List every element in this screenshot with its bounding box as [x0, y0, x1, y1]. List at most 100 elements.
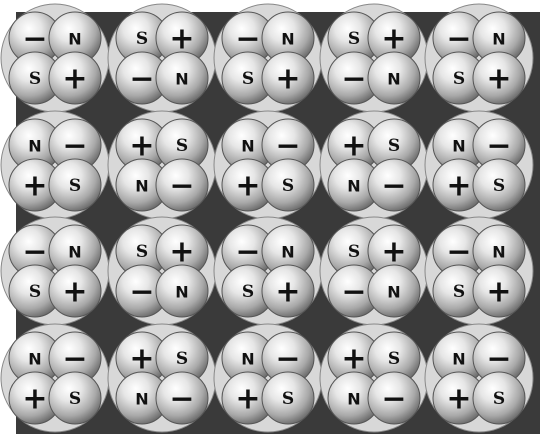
south-pole-label: S — [176, 136, 188, 156]
cluster-r2-c1: N −+ S — [1, 111, 109, 219]
negative-charge-label: − — [129, 62, 154, 97]
north-pole-label: N — [175, 283, 188, 302]
cluster-r2-c3: N−+S — [214, 111, 322, 219]
north-pole-label: N — [241, 350, 254, 369]
positive-charge-label: + — [381, 22, 406, 57]
south-pole-label: S — [136, 29, 148, 49]
north-pole-label: N — [387, 70, 400, 89]
cluster-r2-c5: N −+ S — [425, 111, 533, 219]
south-pole-label: S — [348, 29, 360, 49]
negative-charge-label: − — [62, 129, 87, 164]
cluster-r1-c2: S +− N — [108, 4, 216, 112]
north-pole-label: N — [452, 350, 465, 369]
south-pole-label: S — [453, 282, 465, 302]
cluster-r3-c5: − N S + — [425, 217, 533, 325]
negative-charge-label: − — [169, 169, 194, 204]
north-pole-label: N — [347, 390, 360, 409]
positive-charge-label: + — [22, 382, 47, 417]
south-pole-label: S — [493, 389, 505, 409]
cluster-r1-c3: − N S + — [214, 4, 322, 112]
cluster-r4-c4: + S N − — [320, 324, 428, 432]
negative-charge-label: − — [22, 22, 47, 57]
south-pole-label: S — [69, 389, 81, 409]
cluster-r4-c1: N −+ S — [1, 324, 109, 432]
positive-charge-label: + — [235, 382, 260, 417]
cluster-r3-c1: − N S + — [1, 217, 109, 325]
negative-charge-label: − — [446, 22, 471, 57]
negative-charge-label: − — [22, 235, 47, 270]
north-pole-label: N — [387, 283, 400, 302]
cluster-r1-c5: − N S + — [425, 4, 533, 112]
negative-charge-label: − — [235, 22, 260, 57]
cluster-r4-c5: N −+ S — [425, 324, 533, 432]
south-pole-label: S — [348, 242, 360, 262]
negative-charge-label: − — [275, 129, 300, 164]
negative-charge-label: − — [446, 235, 471, 270]
negative-charge-label: − — [129, 275, 154, 310]
positive-charge-label: + — [62, 275, 87, 310]
south-pole-label: S — [282, 389, 294, 409]
cluster-r3-c2: S +− N — [108, 217, 216, 325]
south-pole-label: S — [242, 282, 254, 302]
cluster-r3-c4: S +− N — [320, 217, 428, 325]
north-pole-label: N — [492, 30, 505, 49]
south-pole-label: S — [242, 69, 254, 89]
positive-charge-label: + — [486, 275, 511, 310]
north-pole-label: N — [452, 137, 465, 156]
cluster-r2-c2: + S N − — [108, 111, 216, 219]
north-pole-label: N — [68, 243, 81, 262]
south-pole-label: S — [388, 136, 400, 156]
negative-charge-label: − — [381, 382, 406, 417]
south-pole-label: S — [136, 242, 148, 262]
negative-charge-label: − — [169, 382, 194, 417]
positive-charge-label: + — [169, 22, 194, 57]
negative-charge-label: − — [486, 129, 511, 164]
north-pole-label: N — [347, 177, 360, 196]
north-pole-label: N — [68, 30, 81, 49]
positive-charge-label: + — [129, 342, 154, 377]
negative-charge-label: − — [486, 342, 511, 377]
negative-charge-label: − — [341, 62, 366, 97]
positive-charge-label: + — [486, 62, 511, 97]
cluster-r1-c4: S +− N — [320, 4, 428, 112]
negative-charge-label: − — [235, 235, 260, 270]
north-pole-label: N — [492, 243, 505, 262]
north-pole-label: N — [135, 177, 148, 196]
positive-charge-label: + — [62, 62, 87, 97]
positive-charge-label: + — [341, 342, 366, 377]
cluster-r3-c3: − N S + — [214, 217, 322, 325]
cluster-r4-c3: N −+ S — [214, 324, 322, 432]
positive-charge-label: + — [129, 129, 154, 164]
south-pole-label: S — [29, 69, 41, 89]
south-pole-label: S — [493, 176, 505, 196]
south-pole-label: S — [29, 282, 41, 302]
south-pole-label: S — [453, 69, 465, 89]
cluster-r1-c1: − N S + — [1, 4, 109, 112]
south-pole-label: S — [388, 349, 400, 369]
negative-charge-label: − — [275, 342, 300, 377]
south-pole-label: S — [176, 349, 188, 369]
negative-charge-label: − — [62, 342, 87, 377]
north-pole-label: N — [28, 350, 41, 369]
positive-charge-label: + — [169, 235, 194, 270]
positive-charge-label: + — [275, 62, 300, 97]
south-pole-label: S — [69, 176, 81, 196]
negative-charge-label: − — [341, 275, 366, 310]
positive-charge-label: + — [381, 235, 406, 270]
positive-charge-label: + — [446, 382, 471, 417]
positive-charge-label: + — [235, 169, 260, 204]
positive-charge-label: + — [22, 169, 47, 204]
positive-charge-label: + — [341, 129, 366, 164]
north-pole-label: N — [175, 70, 188, 89]
north-pole-label: N — [28, 137, 41, 156]
negative-charge-label: − — [381, 169, 406, 204]
positive-charge-label: + — [446, 169, 471, 204]
north-pole-label: N — [241, 137, 254, 156]
north-pole-label: N — [135, 390, 148, 409]
cluster-r4-c2: + S N − — [108, 324, 216, 432]
north-pole-label: N — [281, 30, 294, 49]
north-pole-label: N — [281, 243, 294, 262]
positive-charge-label: + — [275, 275, 300, 310]
cluster-r2-c4: + S N − — [320, 111, 428, 219]
